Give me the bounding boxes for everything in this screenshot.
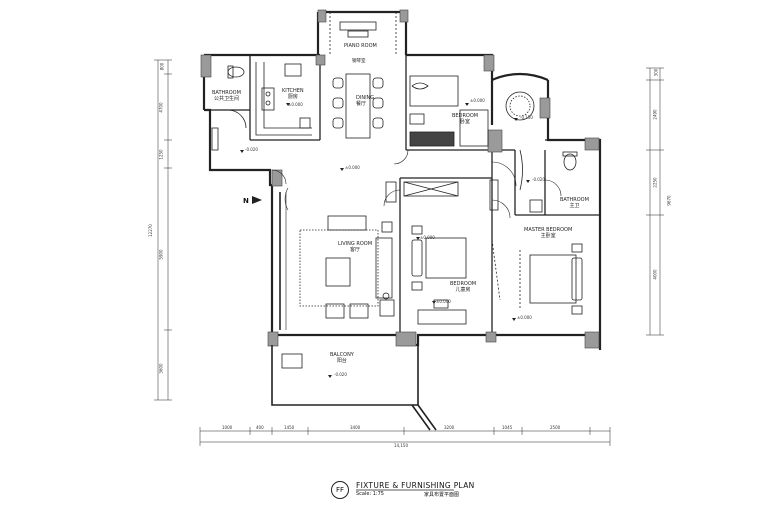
dim-left-3: 1250 (158, 149, 164, 160)
dim-bottom-5: 3200 (444, 425, 455, 430)
dim-bottom-7: 2500 (550, 425, 561, 430)
dim-right-1: 300 (653, 68, 659, 77)
right-bathroom-fixtures (519, 149, 578, 213)
dim-right-4: 4000 (652, 269, 658, 280)
north-label: N (243, 197, 249, 205)
plan-title-cn: 家具布置平面图 (424, 492, 460, 498)
dim-bottom-total: 14,150 (394, 443, 408, 448)
dim-bottom-3: 1450 (284, 425, 295, 430)
kitchen-counters (255, 62, 312, 136)
wardrobes (385, 179, 499, 211)
dim-right-total: 9670 (666, 195, 672, 206)
top-bedroom-furniture (409, 75, 489, 147)
level-kitchen: ±0.000 (288, 102, 303, 107)
interior-walls (210, 55, 600, 335)
drawing-badge: FF (331, 481, 349, 499)
piano-room-furniture (329, 12, 397, 55)
middle-bedroom-furniture (411, 225, 501, 325)
level-bedroom-top: ±0.000 (470, 98, 485, 103)
dining-table-set (332, 73, 384, 139)
round-tub (505, 91, 535, 121)
dim-left-5: 3600 (158, 363, 164, 374)
dim-bottom-6: 1045 (502, 425, 513, 430)
dim-left-4: 5900 (158, 249, 164, 260)
structural-columns (200, 9, 600, 349)
level-markers (240, 103, 530, 378)
door-swings (271, 149, 562, 219)
plan-title: FIXTURE & FURNISHING PLAN (356, 481, 475, 490)
dim-left-1: 800 (159, 62, 165, 71)
dim-right-2: 2490 (652, 109, 658, 120)
dim-right-3: 2250 (652, 177, 658, 188)
level-bath-right: -0.020 (532, 177, 545, 182)
left-bathroom-fixtures (211, 65, 247, 151)
level-bath-left: -0.020 (245, 147, 258, 152)
level-bedroom-mid: ±0.000 (420, 235, 435, 240)
level-bath-right-top: -0.150 (520, 115, 533, 120)
dim-bottom-1: 1000 (222, 425, 233, 430)
balcony (271, 345, 437, 431)
north-arrow (252, 196, 262, 204)
dim-left-total: 12270 (147, 224, 153, 237)
level-living-tv: ±0.000 (436, 299, 451, 304)
dim-left-2: 4700 (158, 102, 164, 113)
living-room-furniture (279, 192, 395, 330)
master-bedroom-furniture (519, 243, 583, 315)
dim-bottom-4: 3400 (350, 425, 361, 430)
piano-room-label: PIANO ROOM (344, 43, 377, 49)
piano-room-label-cn: 钢琴室 (352, 59, 366, 64)
level-master: ±0.000 (517, 315, 532, 320)
dim-bottom-2: 400 (256, 425, 264, 430)
dimension-lines (154, 59, 664, 446)
level-hall: ±0.000 (345, 165, 360, 170)
level-balcony: -0.020 (334, 372, 347, 377)
plan-scale: Scale: 1:75 (356, 491, 384, 497)
